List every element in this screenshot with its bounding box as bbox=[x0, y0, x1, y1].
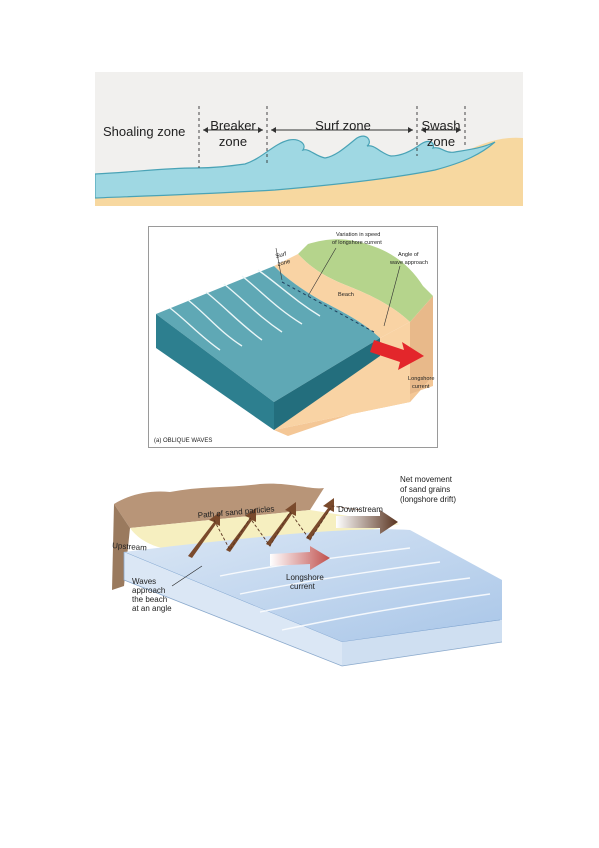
label-longshore-1: Longshore bbox=[408, 376, 434, 382]
variation-leader bbox=[307, 247, 337, 297]
label-net-1: Net movement bbox=[400, 475, 453, 484]
oblique-cliff-side bbox=[410, 296, 433, 402]
label-shoaling-zone: Shoaling zone bbox=[103, 124, 185, 139]
longshore-drift-svg: Path of sand particles Downstream Upstre… bbox=[112, 475, 503, 667]
label-upstream: Upstream bbox=[112, 541, 148, 552]
label-waves-3: the beach bbox=[132, 595, 167, 604]
label-longshore-2: current bbox=[412, 384, 430, 390]
label-angle-2: wave approach bbox=[389, 260, 428, 266]
surf-zone-bracket bbox=[275, 247, 283, 281]
label-waves-1: Waves bbox=[132, 577, 156, 586]
longshore-drift-diagram: Path of sand particles Downstream Upstre… bbox=[110, 470, 504, 698]
label-surf-1: Surf bbox=[275, 251, 287, 260]
longshore-current-arrow-drift bbox=[270, 546, 330, 570]
oblique-water-front bbox=[156, 314, 274, 430]
label-variation-2: of longshore current bbox=[332, 240, 382, 246]
drift-beach bbox=[130, 510, 400, 551]
label-downstream: Downstream bbox=[338, 505, 383, 514]
label-waves-2: approach bbox=[132, 586, 165, 595]
oblique-waves-svg: Surf zone Variation in speed of longshor… bbox=[148, 226, 438, 448]
label-angle-1: Angle of bbox=[398, 252, 419, 258]
drift-water-side bbox=[342, 620, 502, 666]
longshore-current-arrow bbox=[370, 340, 424, 370]
wave-zones-diagram: Shoaling zone Breaker zone Surf zone Swa… bbox=[95, 72, 523, 206]
angle-leader bbox=[383, 265, 401, 327]
label-beach: Beach bbox=[338, 292, 354, 298]
label-surf-2: zone bbox=[277, 259, 292, 268]
label-swash-zone-2: zone bbox=[427, 134, 455, 149]
label-longshore-current-2: current bbox=[290, 582, 316, 591]
oblique-water-top bbox=[156, 266, 380, 402]
oblique-sand-bottom bbox=[274, 376, 433, 436]
sand-particle-arrows bbox=[188, 498, 334, 558]
oblique-land bbox=[298, 239, 433, 322]
label-waves-4: at an angle bbox=[132, 604, 172, 613]
drift-cliff-top bbox=[114, 483, 324, 528]
wave-zones-svg: Shoaling zone Breaker zone Surf zone Swa… bbox=[95, 72, 523, 206]
label-caption: (a) OBLIQUE WAVES bbox=[154, 438, 212, 444]
drift-block-outline bbox=[123, 552, 503, 667]
label-breaker-zone-1: Breaker bbox=[210, 118, 256, 133]
sand-path-line bbox=[213, 505, 361, 551]
waves-leader bbox=[171, 565, 203, 587]
drift-water-surface bbox=[124, 529, 502, 642]
label-swash-zone-1: Swash bbox=[421, 118, 460, 133]
label-breaker-zone-2: zone bbox=[219, 134, 247, 149]
label-longshore-current-1: Longshore bbox=[286, 573, 324, 582]
net-movement-arrow bbox=[336, 510, 398, 534]
label-variation-1: Variation in speed bbox=[336, 232, 380, 238]
zones-water bbox=[95, 135, 496, 199]
oblique-wave-crests bbox=[169, 269, 321, 351]
zones-sand bbox=[95, 137, 523, 206]
oblique-waves-diagram: Surf zone Variation in speed of longshor… bbox=[148, 226, 438, 448]
label-surf-zone: Surf zone bbox=[315, 118, 371, 133]
label-net-3: (longshore drift) bbox=[400, 495, 456, 504]
label-net-2: of sand grains bbox=[400, 485, 450, 494]
oblique-water-side bbox=[274, 338, 380, 430]
oblique-beach bbox=[274, 254, 410, 338]
drift-water-front bbox=[124, 552, 342, 666]
